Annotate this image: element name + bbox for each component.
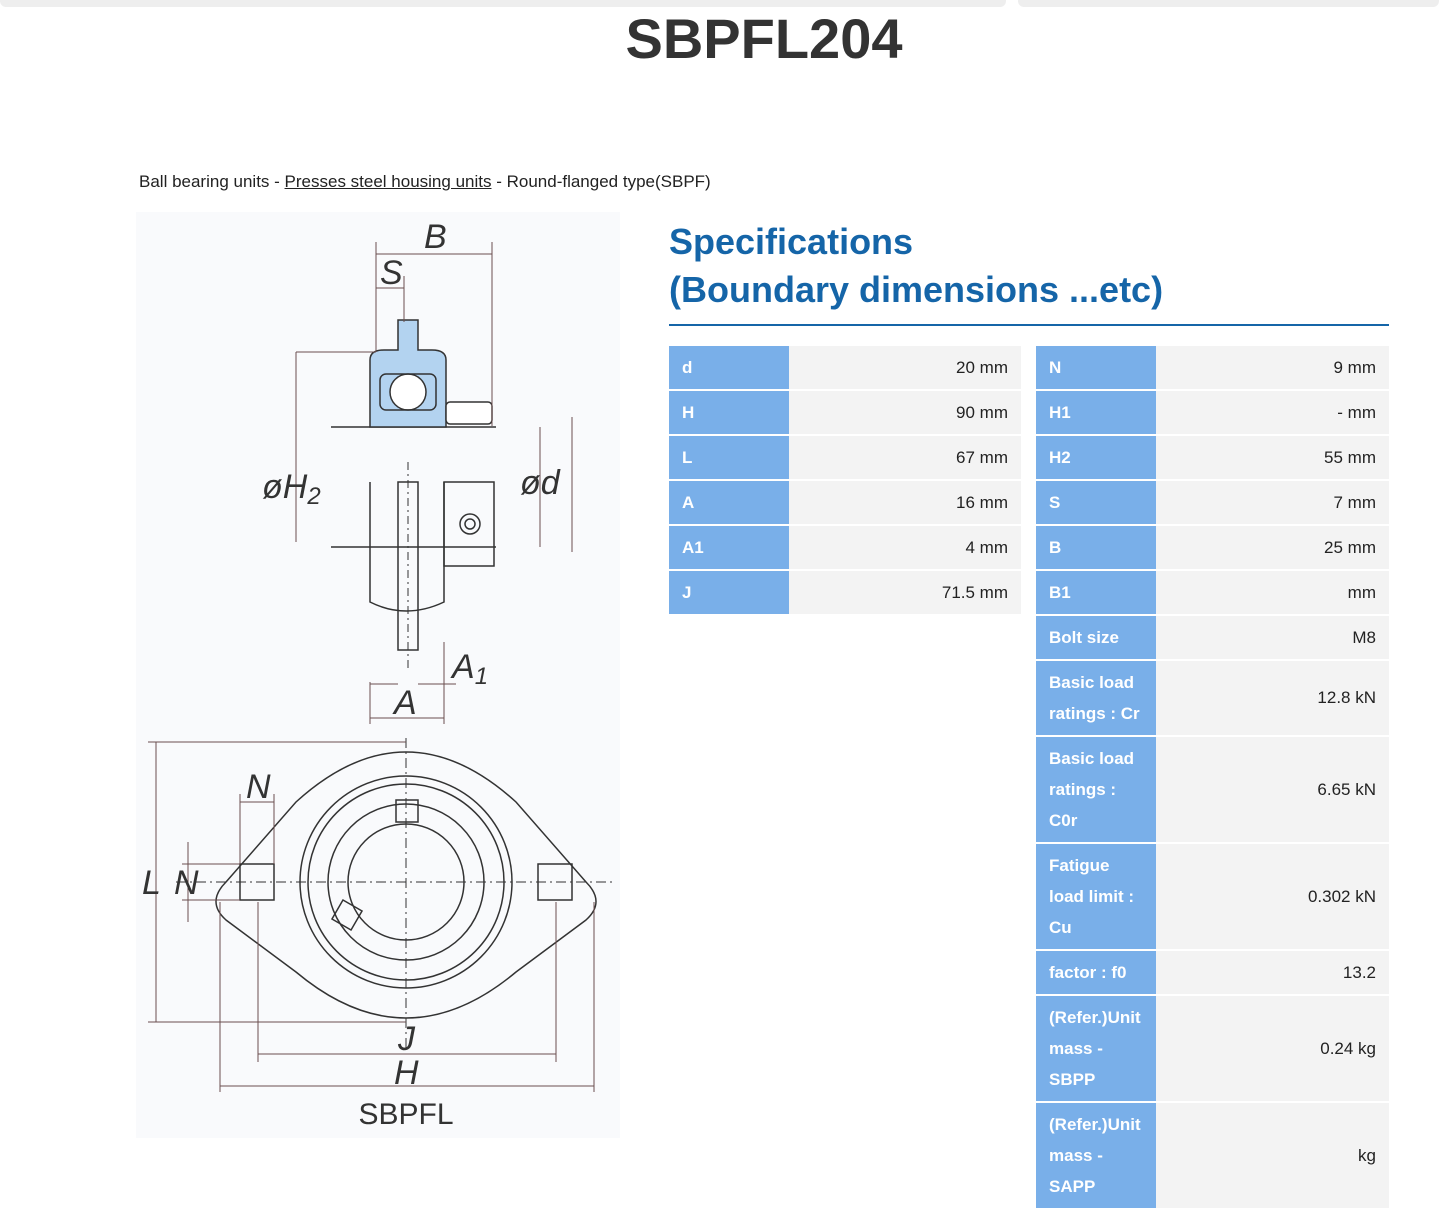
spec-row-d: d 20 mm — [669, 346, 1021, 391]
spec-value: 16 mm — [789, 480, 1021, 526]
spec-row-h1: H1 - mm — [1036, 390, 1389, 436]
spec-value: 6.65 kN — [1156, 736, 1389, 844]
spec-value: 55 mm — [1156, 435, 1389, 481]
spec-row-cr: Basic load ratings : Cr 12.8 kN — [1036, 660, 1389, 737]
label-d: ød — [520, 464, 561, 502]
spec-key: A1 — [669, 525, 789, 571]
spec-row-b: B 25 mm — [1036, 525, 1389, 571]
breadcrumb-item-ball-bearing-units: Ball bearing units — [139, 172, 270, 191]
label-L: L — [142, 864, 161, 902]
top-bar-left — [0, 0, 1006, 7]
spec-value: 90 mm — [789, 390, 1021, 436]
spec-key: H — [669, 390, 789, 436]
spec-row-j: J 71.5 mm — [669, 570, 1021, 616]
spec-table-right: N 9 mm H1 - mm H2 55 mm S 7 mm B 25 mm B… — [1036, 346, 1389, 1210]
spec-value: 4 mm — [789, 525, 1021, 571]
spec-key: Fatigue load limit : Cu — [1036, 843, 1156, 951]
specifications-subtitle: (Boundary dimensions ...etc) — [669, 269, 1164, 310]
spec-key: B — [1036, 525, 1156, 571]
bearing-unit-drawing: B S øH2 ød A1 A N L N J H SBPFL — [142, 218, 612, 1131]
spec-row-n: N 9 mm — [1036, 346, 1389, 391]
spec-value: M8 — [1156, 615, 1389, 661]
spec-table-left: d 20 mm H 90 mm L 67 mm A 16 mm A1 4 mm … — [669, 346, 1021, 616]
label-N-top: N — [246, 768, 271, 806]
label-A: A — [392, 684, 417, 722]
housing-body — [369, 482, 445, 612]
spec-row-l: L 67 mm — [669, 435, 1021, 481]
breadcrumb-separator: - — [491, 172, 507, 191]
spec-value: 0.24 kg — [1156, 995, 1389, 1103]
spec-value: 67 mm — [789, 435, 1021, 481]
spec-row-mass-sapp: (Refer.)Unit mass - SAPP kg — [1036, 1102, 1389, 1210]
specifications-heading: Specifications (Boundary dimensions ...e… — [669, 218, 1389, 326]
spec-row-f0: factor : f0 13.2 — [1036, 950, 1389, 996]
breadcrumb-separator: - — [269, 172, 285, 191]
specifications-title: Specifications — [669, 221, 914, 262]
lube-hole-top — [395, 799, 419, 823]
spec-value: 0.302 kN — [1156, 843, 1389, 951]
spec-value: 71.5 mm — [789, 570, 1021, 616]
spec-key: factor : f0 — [1036, 950, 1156, 996]
breadcrumb-link-pressed-steel-housing[interactable]: Presses steel housing units — [284, 172, 492, 191]
top-bar-right — [1018, 0, 1439, 7]
label-A1: A1 — [450, 648, 488, 690]
spec-row-b1: B1 mm — [1036, 570, 1389, 616]
spec-key: (Refer.)Unit mass - SBPP — [1036, 995, 1156, 1103]
spec-row-a1: A1 4 mm — [669, 525, 1021, 571]
bearing-ball — [389, 373, 427, 411]
label-B: B — [424, 218, 447, 256]
grease-fitting — [459, 513, 481, 535]
spec-row-bolt-size: Bolt size M8 — [1036, 615, 1389, 661]
spec-value: 9 mm — [1156, 346, 1389, 391]
spec-row-c0r: Basic load ratings : C0r 6.65 kN — [1036, 736, 1389, 844]
spec-row-cu: Fatigue load limit : Cu 0.302 kN — [1036, 843, 1389, 951]
spec-key: A — [669, 480, 789, 526]
spec-key: d — [669, 346, 789, 391]
spec-key: Basic load ratings : Cr — [1036, 660, 1156, 737]
spec-key: (Refer.)Unit mass - SAPP — [1036, 1102, 1156, 1210]
spec-key: Basic load ratings : C0r — [1036, 736, 1156, 844]
spec-value: 13.2 — [1156, 950, 1389, 996]
spec-value: 12.8 kN — [1156, 660, 1389, 737]
spec-value: 7 mm — [1156, 480, 1389, 526]
spec-key: B1 — [1036, 570, 1156, 616]
spec-key: J — [669, 570, 789, 616]
label-S: S — [380, 254, 403, 292]
spec-value: mm — [1156, 570, 1389, 616]
spec-value: 25 mm — [1156, 525, 1389, 571]
label-N-side: N — [174, 864, 199, 902]
diagram-caption: SBPFL — [358, 1098, 453, 1131]
spec-row-h2: H2 55 mm — [1036, 435, 1389, 481]
spec-value: - mm — [1156, 390, 1389, 436]
spec-value: kg — [1156, 1102, 1389, 1210]
label-H: H — [394, 1054, 419, 1092]
set-screw-front — [330, 898, 364, 932]
spec-key: S — [1036, 480, 1156, 526]
flange-outline — [215, 751, 597, 1019]
page-title: SBPFL204 — [625, 7, 903, 70]
bearing-race — [379, 373, 437, 411]
spec-key: L — [669, 435, 789, 481]
label-H2: øH2 — [262, 468, 321, 510]
grease-fitting-inner — [464, 518, 476, 530]
side-boss — [443, 481, 495, 567]
spec-row-s: S 7 mm — [1036, 480, 1389, 526]
spec-key: H2 — [1036, 435, 1156, 481]
spec-key: N — [1036, 346, 1156, 391]
label-J: J — [397, 1020, 416, 1058]
breadcrumb-item-round-flanged-type: Round-flanged type(SBPF) — [506, 172, 711, 191]
spec-row-h: H 90 mm — [669, 390, 1021, 436]
spec-key: H1 — [1036, 390, 1156, 436]
spec-row-a: A 16 mm — [669, 480, 1021, 526]
breadcrumb: Ball bearing units - Presses steel housi… — [139, 172, 711, 192]
set-screw — [445, 401, 493, 425]
spec-value: 20 mm — [789, 346, 1021, 391]
spec-key: Bolt size — [1036, 615, 1156, 661]
technical-drawing: B S øH2 ød A1 A N L N J H SBPFL — [136, 212, 620, 1138]
spec-row-mass-sbpp: (Refer.)Unit mass - SBPP 0.24 kg — [1036, 995, 1389, 1103]
